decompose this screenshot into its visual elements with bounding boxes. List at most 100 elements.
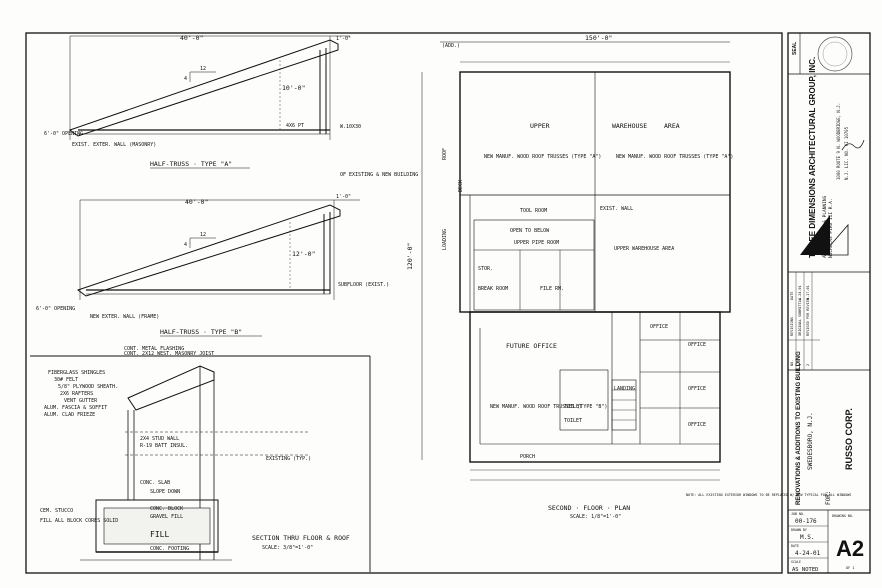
plan-depth: 120'-0" [406,243,414,270]
room-office-2: OFFICE [688,342,706,348]
truss-a-title: HALF-TRUSS · TYPE "A" [150,160,232,168]
section-mid-3: CONC. SLAB [140,480,170,486]
section-mid-4: SLOPE DOWN [150,489,180,495]
rev-2-desc: REVISED PER REVIEW [806,297,810,336]
room-upper-pipe: UPPER PIPE ROOM [514,240,559,246]
truss-b-overhang: 1'-0" [336,194,351,200]
rev-h-desc: REVISIONS [790,317,794,336]
outer-border [25,32,783,574]
rev-1-desc: ORIGINAL SUBMITTAL [798,298,802,336]
rev-1-date: 4-24-01 [798,285,802,300]
drawing-no-label: DRAWING NO. [832,514,854,518]
room-loading: LOADING [442,229,448,250]
room-file: FILE RM. [540,286,564,292]
half-truss-a: 40'-0" 1'-0" 10'-0" 12 4 6'-0" OPENING E… [44,34,361,169]
section-existing: EXISTING (TYP.) [266,456,311,462]
drawing-scale: AS NOTED [792,567,819,573]
room-tool: TOOL ROOM [520,208,547,214]
truss-b-existing-note: OF EXISTING & NEW BUILDING [340,172,418,178]
section-bottom-1: CONC. BLOCK [150,506,183,512]
section-top-2: CONT. 2X12 WEST. MASONRY JOIST [124,351,214,357]
section-note-7: ALUM. CLAD FRIEZE [44,412,95,418]
section-side-2: FILL ALL BLOCK CORES SOLID [40,518,118,524]
firm-name: THREE DIMENSIONS ARCHITECTURAL GROUP, IN… [808,57,817,258]
room-warehouse: WAREHOUSE [612,122,647,130]
truss-a-overhang: 1'-0" [336,36,351,42]
room-office-3: OFFICE [688,386,706,392]
section-note-4: 2X6 RAFTERS [60,391,93,397]
drawing-number: A2 [836,536,864,561]
client-name: RUSSO CORP. [844,408,854,470]
truss-a-height: 10'-0" [282,84,305,92]
room-toilet-1: TOILET [564,404,582,410]
drawn-label: DRAWN BY [791,528,807,532]
section-note-5: VENT GUTTER [64,398,98,404]
title-block-border [787,32,871,574]
truss-b-height: 12'-0" [292,250,315,258]
room-porch: PORCH [520,454,535,460]
project-location: SWEDESBORO, N.J. [807,412,814,470]
truss-a-exist-wall: EXIST. EXTER. WALL (MASONRY) [72,142,156,148]
project-name: RENOVATIONS & ADDITIONS TO EXISTING BUIL… [796,351,802,505]
firm-address: 1000 ROUTE 9 N. WOODBRIDGE, N.J. [836,103,841,180]
rev-2-date: 5-17-01 [806,285,810,300]
section-mid-2: R-19 BATT INSUL. [140,443,188,449]
section-fill: FILL [150,530,169,539]
for-label: FOR: [825,491,832,505]
truss-b-title: HALF-TRUSS · TYPE "B" [160,328,242,336]
room-break: BREAK ROOM [478,286,508,292]
truss-a-right-note: W.10X30 [340,124,361,130]
half-truss-b: 40'-0" 1'-0" OF EXISTING & NEW BUILDING … [36,172,418,337]
section-side-1: CEM. STUCCO [40,508,73,514]
plan-note-3: NEW MANUF. WOOD ROOF TRUSSES (TYPE "B") [490,404,607,410]
plan-partial: (ADD.) [442,43,460,49]
room-roof: ROOF [442,148,448,160]
plan-note-2: NEW MANUF. WOOD ROOF TRUSSES (TYPE "A") [616,154,733,160]
section-note-1: FIBERGLASS SHINGLES [48,370,105,376]
firm-principal: NICHOLAS PIRO III R.A. [828,198,834,258]
truss-b-span: 40'-0" [185,198,208,206]
section-note-3: 5/8" PLYWOOD SHEATH. [58,384,118,390]
truss-b-rise: 4 [184,242,187,248]
room-area: AREA [664,122,680,130]
plan-title: SECOND · FLOOR · PLAN [548,504,630,512]
room-stor: STOR. [478,266,493,272]
plan-note-5: EXIST. WALL [600,206,633,212]
section-bottom-2: GRAVEL FILL [150,514,183,520]
truss-a-post: 4X6 PT [286,123,304,129]
truss-a-left-bearing: 6'-0" OPENING [44,131,83,137]
room-landing: LANDING [614,386,635,392]
plan-note-4: OPEN TO BELOW [510,228,550,234]
plan-scale: SCALE: 1/8"=1'-0" [570,514,621,520]
wall-section: FILL FIBERGLASS SHINGLES 30# FELT 5/8" P… [30,346,371,572]
section-scale: SCALE: 3/8"=1'-0" [262,545,313,551]
truss-b-run: 12 [200,232,206,238]
rev-h-date: DATE [790,292,794,300]
truss-a-span: 40'-0" [180,34,203,42]
room-upper-warehouse: UPPER WAREHOUSE AREA [614,246,674,252]
seal-label: SEAL [792,42,798,55]
section-mid-1: 2X4 STUD WALL [140,436,179,442]
signature [841,139,865,151]
scale-label: SCALE [791,560,801,564]
plan-note-1: NEW MANUF. WOOD ROOF TRUSSES (TYPE "A") [484,154,601,160]
rev-h-no: NO. [790,360,794,366]
room-office-1: OFFICE [650,324,668,330]
truss-b-left-bearing: 6'-0" OPENING [36,306,75,312]
room-upper: UPPER [530,122,550,130]
date-label: DATE [791,544,799,548]
firm-logo [800,215,830,255]
second-floor-plan: 150'-0" (ADD.) 120'-0" UPPER [406,34,851,520]
section-note-6: ALUM. FASCIA & SOFFIT [44,405,107,411]
job-no: 00-176 [795,518,817,525]
rev-1-no: 1 [798,364,802,366]
section-note-2: 30# FELT [54,377,78,383]
truss-b-new-wall: NEW EXTER. WALL (FRAME) [90,314,159,320]
truss-b-right-note: SUBFLOOR (EXIST.) [338,282,389,288]
firm-license: N.J. LIC. NO. AI 10705 [844,126,849,180]
truss-a-run: 12 [200,66,206,72]
title-block: SEAL THREE DIMENSIONS ARCHITECTURAL GROU… [788,33,870,573]
room-toilet-2: TOILET [564,418,582,424]
